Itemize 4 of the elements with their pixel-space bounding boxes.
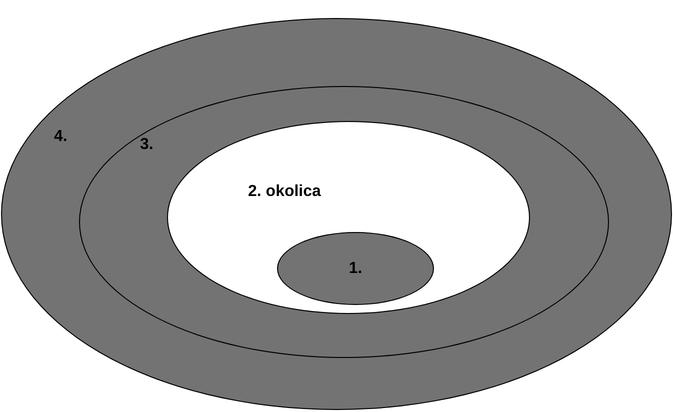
- region-label: 2. okolica: [248, 184, 321, 200]
- region-label: 3.: [140, 137, 154, 153]
- region-label: 1.: [348, 260, 362, 276]
- region-label: 4.: [54, 129, 68, 145]
